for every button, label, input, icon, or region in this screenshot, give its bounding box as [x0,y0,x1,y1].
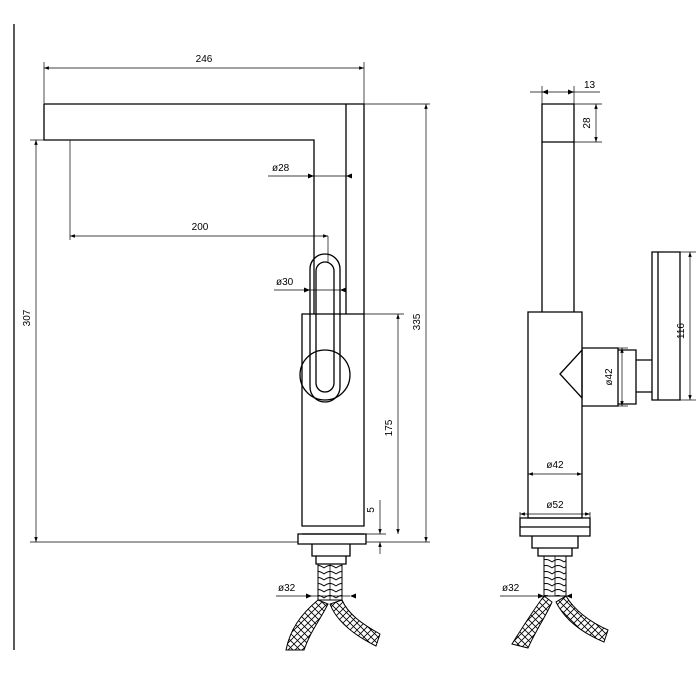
side-handle-hub [582,347,637,407]
dim-label-body-diameter: ø42 [546,460,564,471]
arrow [304,287,310,293]
arrow [340,287,346,293]
side-hose-left [511,595,553,649]
dim-label-outlet-width: 13 [584,80,596,91]
handle-lever-inner [315,261,335,393]
dim-label-hose-diameter-side: ø32 [502,583,520,594]
handle-hub [299,349,351,401]
dim-label-handle-diameter: ø30 [276,277,294,288]
handle-lever [309,253,341,403]
arrow [346,173,352,179]
dim-label-spout-diameter: ø28 [272,163,290,174]
arrow [308,173,314,179]
body-outline [301,313,365,527]
arrow [566,593,572,599]
side-handle-lever [636,251,681,401]
arrow [350,593,356,599]
arrow [306,593,312,599]
handle-cone [559,348,583,400]
dim-label-spout-height: 307 [22,309,33,326]
hose-left [285,599,329,651]
side-hose-right [555,595,609,643]
dim-label-hose-diameter-front: ø32 [278,583,296,594]
dim-label-spout-reach: 200 [192,222,209,233]
dim-label-handle-height: 116 [676,323,687,339]
dim-label-handle-hub-diameter: ø42 [604,368,615,386]
side-spout-outline [541,142,575,312]
arrow [542,89,548,95]
dim-label-base-diameter: ø52 [546,500,564,511]
spout-outlet [541,103,575,143]
front-view [43,103,381,651]
side-connector-nut [531,536,579,557]
arrow [538,593,544,599]
side-view [511,103,681,649]
dim-label-outlet-height: 28 [582,117,593,129]
side-dimensions: 13 28 116 ø42 ø42 ø52 ø32 [500,80,696,599]
base-ring [297,533,367,545]
dim-label-base-thickness: 5 [366,507,377,513]
dim-label-overall-width: 246 [196,54,213,65]
side-base-ring [519,517,591,537]
dim-label-body-height: 175 [384,419,395,436]
connector-nut [311,544,351,565]
arrow [568,89,574,95]
dim-label-total-height: 335 [412,313,423,330]
hose-right [329,599,381,647]
front-dimensions: 246 200 ø28 ø30 307 335 175 5 [22,54,430,599]
side-body-outline [527,311,583,519]
